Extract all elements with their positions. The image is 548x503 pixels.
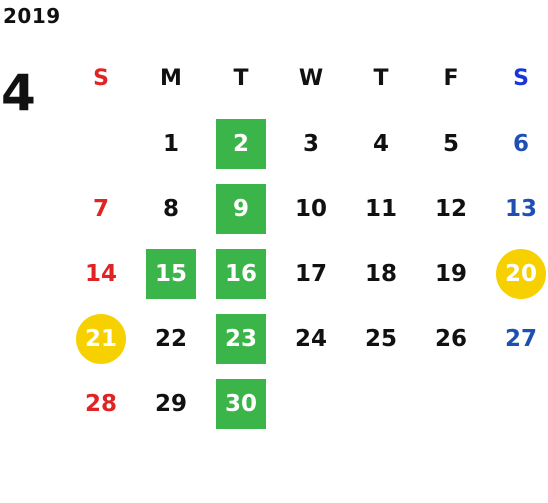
day-cell[interactable]: 21 — [66, 306, 136, 371]
day-number: 13 — [504, 195, 537, 222]
day-number: 11 — [364, 195, 397, 222]
day-number: 27 — [504, 325, 537, 352]
day-cell[interactable]: 15 — [136, 241, 206, 306]
day-cell[interactable]: 6 — [486, 111, 548, 176]
day-cell[interactable]: 10 — [276, 176, 346, 241]
day-number-green-marked: 9 — [216, 183, 266, 234]
day-number-green-marked: 23 — [216, 313, 266, 364]
day-cell[interactable]: 5 — [416, 111, 486, 176]
day-cell[interactable]: 14 — [66, 241, 136, 306]
day-cell[interactable]: 19 — [416, 241, 486, 306]
weekday-header-saturday: S — [513, 66, 529, 91]
day-cell[interactable]: 29 — [136, 371, 206, 436]
day-cell[interactable]: 13 — [486, 176, 548, 241]
day-number: 24 — [294, 325, 327, 352]
day-cell[interactable]: 26 — [416, 306, 486, 371]
day-number-yellow-marked: 20 — [496, 248, 546, 299]
day-cell[interactable]: 9 — [206, 176, 276, 241]
day-number-green-marked: 15 — [146, 248, 196, 299]
day-number-green-marked: 30 — [216, 378, 266, 429]
weekday-header-monday: M — [160, 66, 182, 91]
day-number: 18 — [364, 260, 397, 287]
year-label: 2019 — [3, 4, 61, 28]
day-number: 22 — [154, 325, 187, 352]
day-number: 19 — [434, 260, 467, 287]
empty-day-cell — [66, 111, 136, 176]
day-cell[interactable]: 4 — [346, 111, 416, 176]
month-number: 4 — [1, 64, 36, 122]
day-number-green-marked: 2 — [216, 118, 266, 169]
day-number: 1 — [162, 130, 179, 157]
day-cell[interactable]: 20 — [486, 241, 548, 306]
day-cell[interactable]: 7 — [66, 176, 136, 241]
day-cell[interactable]: 2 — [206, 111, 276, 176]
weekday-header-thursday: T — [373, 66, 389, 91]
day-number: 7 — [92, 195, 109, 222]
weekday-header-friday: F — [443, 66, 459, 91]
day-number: 12 — [434, 195, 467, 222]
day-cell[interactable]: 22 — [136, 306, 206, 371]
day-number: 14 — [84, 260, 117, 287]
day-cell[interactable]: 18 — [346, 241, 416, 306]
day-number-yellow-marked: 21 — [76, 313, 126, 364]
day-number: 3 — [302, 130, 319, 157]
day-cell[interactable]: 16 — [206, 241, 276, 306]
day-number: 5 — [442, 130, 459, 157]
day-cell[interactable]: 27 — [486, 306, 548, 371]
day-cell[interactable]: 25 — [346, 306, 416, 371]
day-number: 26 — [434, 325, 467, 352]
day-number: 25 — [364, 325, 397, 352]
day-cell[interactable]: 8 — [136, 176, 206, 241]
day-number: 6 — [512, 130, 529, 157]
day-cell[interactable]: 23 — [206, 306, 276, 371]
weekday-header-sunday: S — [93, 66, 109, 91]
day-cell[interactable]: 30 — [206, 371, 276, 436]
day-number: 4 — [372, 130, 389, 157]
day-cell[interactable]: 11 — [346, 176, 416, 241]
day-number: 17 — [294, 260, 327, 287]
day-number: 8 — [162, 195, 179, 222]
day-number-green-marked: 16 — [216, 248, 266, 299]
day-number: 10 — [294, 195, 327, 222]
day-number: 28 — [84, 390, 117, 417]
day-cell[interactable]: 28 — [66, 371, 136, 436]
day-cell[interactable]: 1 — [136, 111, 206, 176]
day-cell[interactable]: 24 — [276, 306, 346, 371]
day-cell[interactable]: 12 — [416, 176, 486, 241]
day-cell[interactable]: 17 — [276, 241, 346, 306]
day-number: 29 — [154, 390, 187, 417]
weekday-header-wednesday: W — [298, 66, 324, 91]
day-cell[interactable]: 3 — [276, 111, 346, 176]
weekday-header-tuesday: T — [233, 66, 249, 91]
